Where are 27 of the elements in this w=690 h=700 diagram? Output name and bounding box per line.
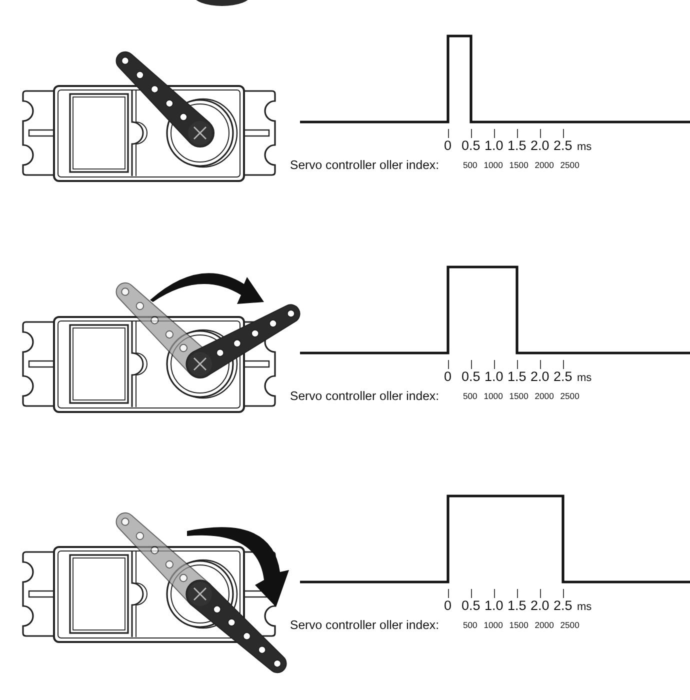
tick-label: 0 — [444, 370, 452, 384]
tick-label: 2.5 — [554, 370, 572, 384]
tick-label: 2.5 — [554, 599, 572, 612]
tick-label: 1.0 — [484, 599, 504, 612]
tick-label: 1.0 — [484, 139, 504, 152]
tick-label: 0 — [444, 599, 452, 612]
tick-label: 2.0 — [530, 370, 550, 384]
tick-label: 1.5 — [508, 370, 526, 384]
index-values: 500 1000 1500 2000 2500 — [463, 621, 580, 630]
unit-label: ms — [577, 142, 592, 153]
axis-caption: Servo controller oller index: — [290, 159, 439, 172]
tick-label: 1.5 — [508, 599, 526, 612]
tick-label: 0.5 — [462, 370, 480, 384]
tick-label: 1.0 — [484, 370, 504, 384]
unit-label: ms — [577, 373, 592, 384]
index-values: 500 1000 1500 2000 2500 — [463, 161, 580, 170]
tick-label: 0.5 — [462, 599, 480, 612]
index-values: 500 1000 1500 2000 2500 — [463, 392, 580, 401]
tick-label: 2.0 — [530, 139, 550, 152]
axis-caption: Servo controller oller index: — [290, 390, 439, 402]
tick-label: 0 — [444, 139, 452, 152]
tick-label: 2.0 — [530, 599, 550, 612]
tick-label: 1.5 — [508, 139, 526, 152]
unit-label: ms — [577, 602, 592, 613]
tick-label: 2.5 — [554, 139, 572, 152]
tick-label: 0.5 — [462, 139, 480, 152]
axis-caption: Servo controller oller index: — [290, 619, 439, 632]
